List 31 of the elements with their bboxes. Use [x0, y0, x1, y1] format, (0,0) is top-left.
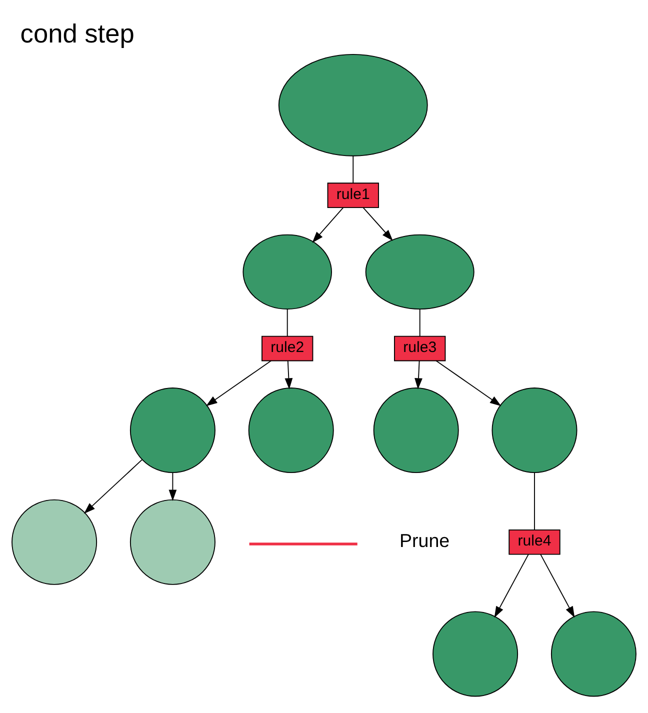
arrow — [414, 360, 422, 389]
arrow — [436, 360, 502, 406]
arrow — [84, 458, 142, 514]
node-circle — [432, 610, 518, 696]
arrow — [284, 360, 293, 389]
node-circle — [248, 387, 334, 473]
connector — [352, 154, 354, 183]
node-circle — [492, 387, 578, 473]
node-circle — [550, 610, 636, 696]
connector — [286, 308, 288, 336]
label: Prune — [399, 529, 450, 550]
node-ellipse — [242, 234, 332, 310]
node-circle — [130, 498, 216, 584]
arrow — [540, 553, 575, 618]
node-ellipse — [278, 53, 428, 156]
connector — [534, 472, 535, 530]
connector — [419, 308, 420, 336]
arrow — [312, 206, 344, 242]
node-box: rule2 — [262, 335, 314, 361]
node-circle — [12, 498, 98, 584]
node-circle — [373, 387, 459, 473]
diagram-title: cond step — [20, 18, 134, 48]
node-box: rule3 — [394, 335, 446, 361]
node-box: rule1 — [327, 182, 379, 208]
node-box: rule4 — [508, 528, 560, 554]
node-ellipse — [365, 234, 474, 310]
arrow — [362, 206, 393, 240]
arrow — [206, 360, 272, 406]
arrow — [494, 553, 529, 618]
node-circle — [130, 387, 216, 473]
arrow — [168, 472, 177, 500]
